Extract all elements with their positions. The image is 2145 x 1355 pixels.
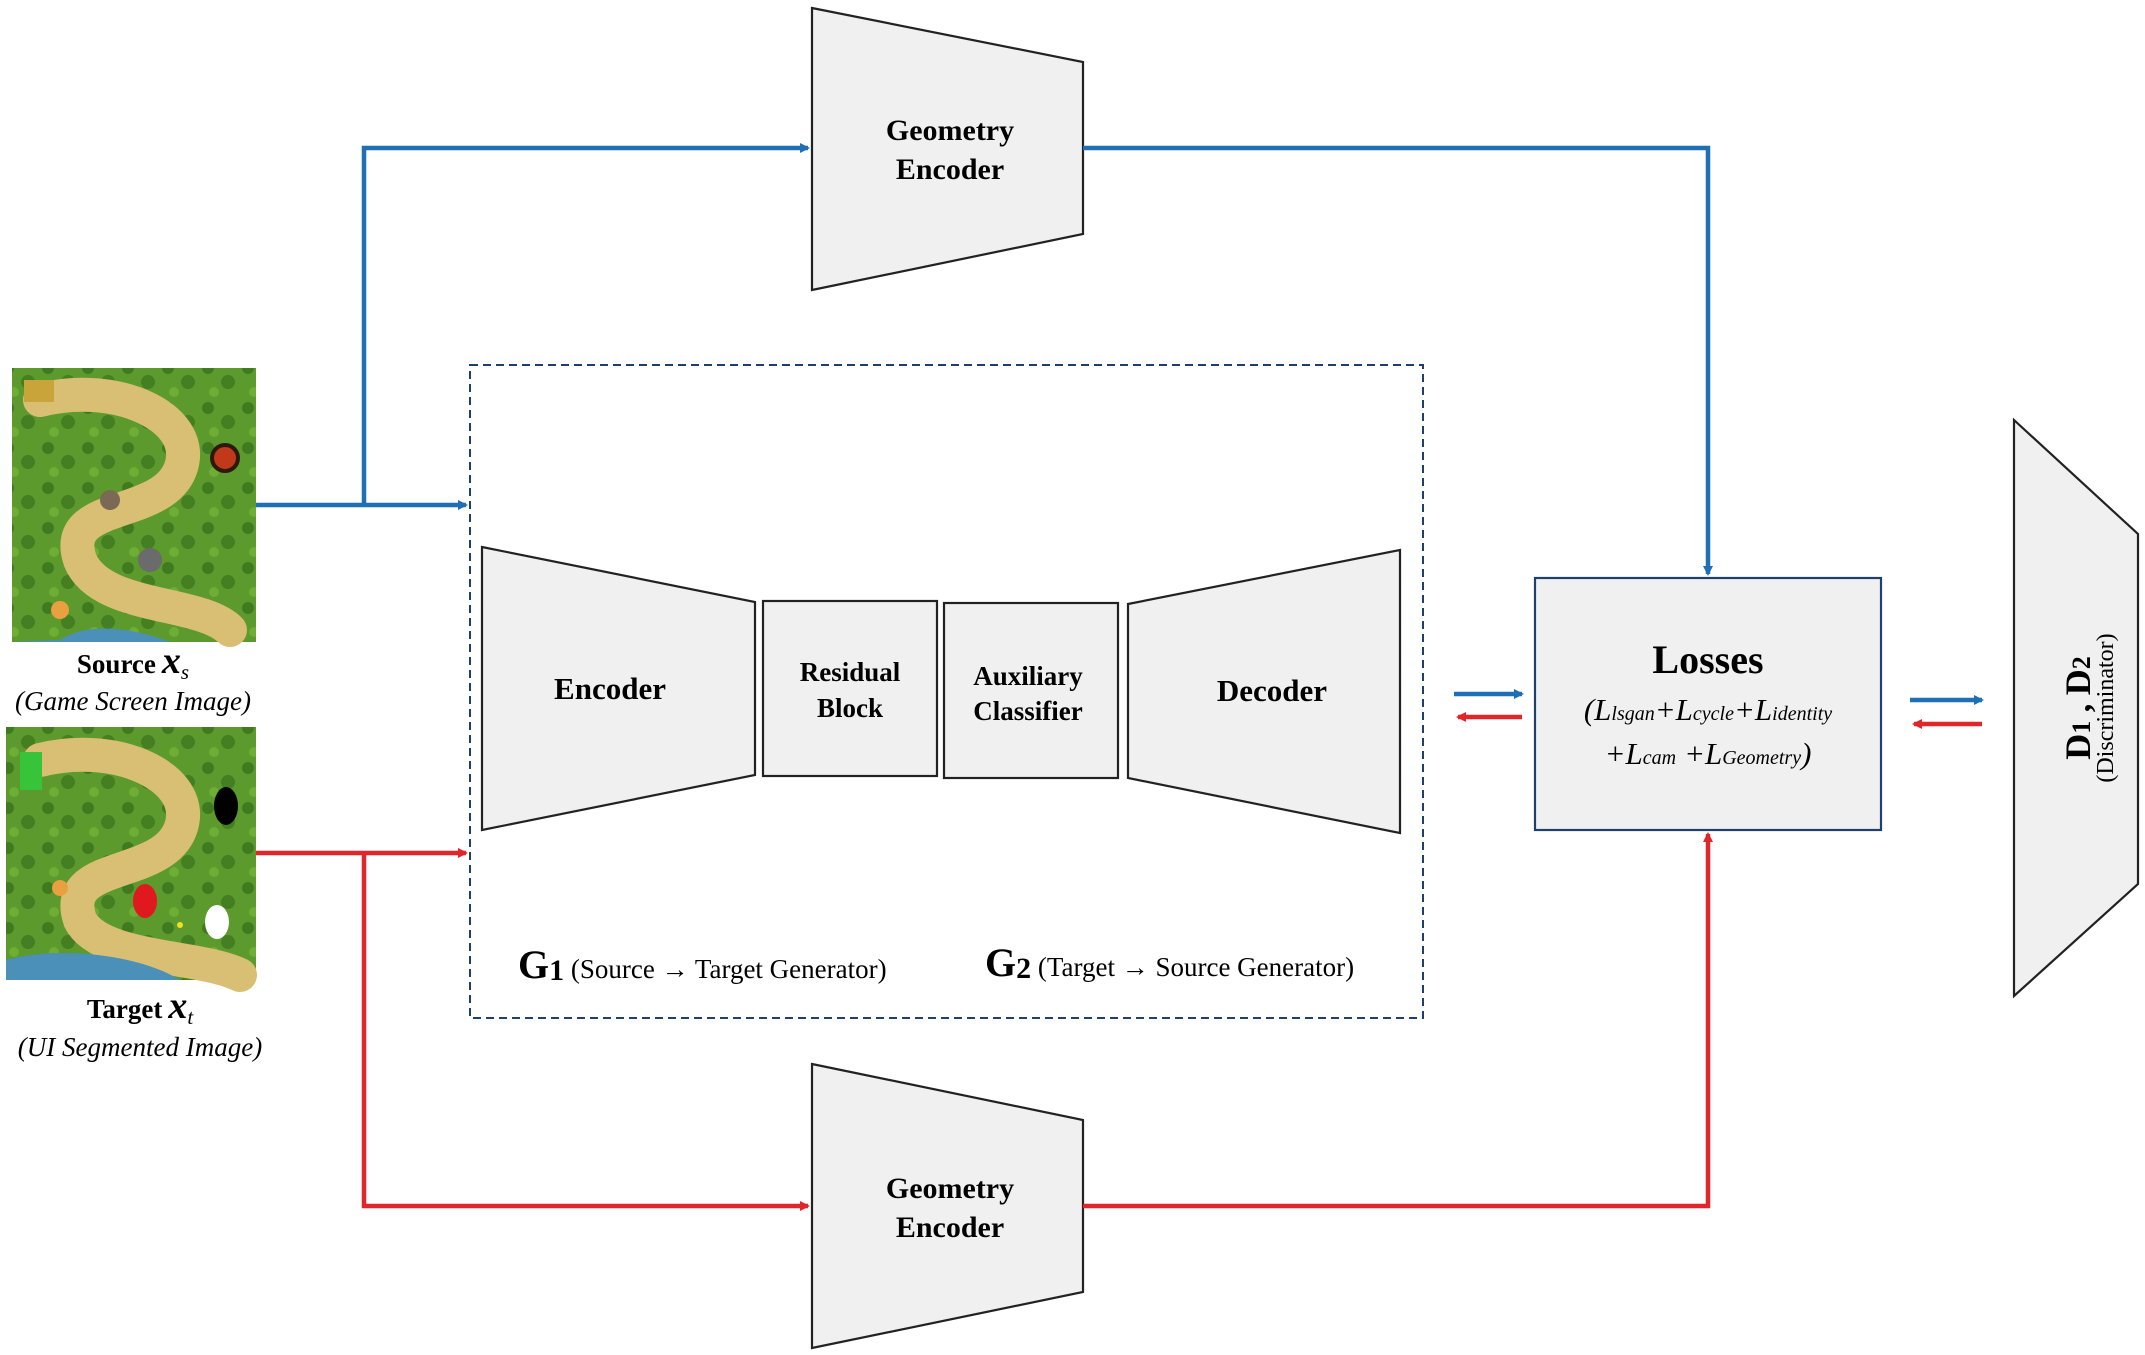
encoder-label: Encoder (554, 671, 666, 706)
discriminator-caption: (Discriminator) (2093, 633, 2119, 782)
geometry-encoder-bottom-line1: Geometry (886, 1172, 1014, 1205)
target-caption: (UI Segmented Image) (18, 1032, 262, 1062)
source-game-screen-image (12, 368, 256, 647)
auxiliary-classifier-line1: Auxiliary (973, 661, 1083, 691)
target-flow-connectors (256, 712, 1982, 1211)
losses-formula-line1: (Llsgan+Lcycle+Lidentity (1584, 692, 1832, 727)
decoder-shape (1126, 548, 1402, 835)
residual-block-line2: Block (817, 693, 883, 723)
residual-block-shape (761, 599, 939, 778)
losses-box (1533, 576, 1883, 832)
target-to-geometry-encoder-arrow (361, 853, 810, 1211)
source-flow-connectors (256, 143, 1984, 705)
geometry-encoder-bottom-line2: Encoder (896, 1211, 1004, 1244)
geometry-encoder-to-losses-arrow (1083, 145, 1713, 576)
auxiliary-classifier-shape (942, 601, 1120, 780)
geometry-encoder-bottom-shape (810, 1062, 1085, 1350)
losses-formula-line2: +Lcam+LGeometry) (1605, 736, 1812, 771)
target-segmented-image (6, 727, 257, 992)
source-caption: (Game Screen Image) (15, 686, 251, 716)
residual-block-line1: Residual (800, 657, 901, 687)
auxiliary-classifier-line2: Classifier (973, 696, 1082, 726)
source-to-geometry-encoder-arrow (361, 143, 810, 505)
decoder-label: Decoder (1217, 673, 1327, 708)
discriminator-shape (2012, 417, 2140, 999)
encoder-shape (480, 545, 757, 832)
g2-caption: G2 (Target → Source Generator) (985, 940, 1354, 985)
geometry-encoder-top-shape (810, 6, 1085, 292)
g1-caption: G1 (Source → Target Generator) (518, 942, 887, 987)
losses-title: Losses (1652, 637, 1763, 682)
generator-dashed-box (469, 364, 1424, 1019)
geometry-encoder-top-line1: Geometry (886, 114, 1014, 147)
geometry-encoder-top-line2: Encoder (896, 153, 1004, 186)
discriminator-label: D1 , D2 (2058, 656, 2098, 760)
geometry-encoder-to-losses-red-arrow (1083, 832, 1713, 1209)
